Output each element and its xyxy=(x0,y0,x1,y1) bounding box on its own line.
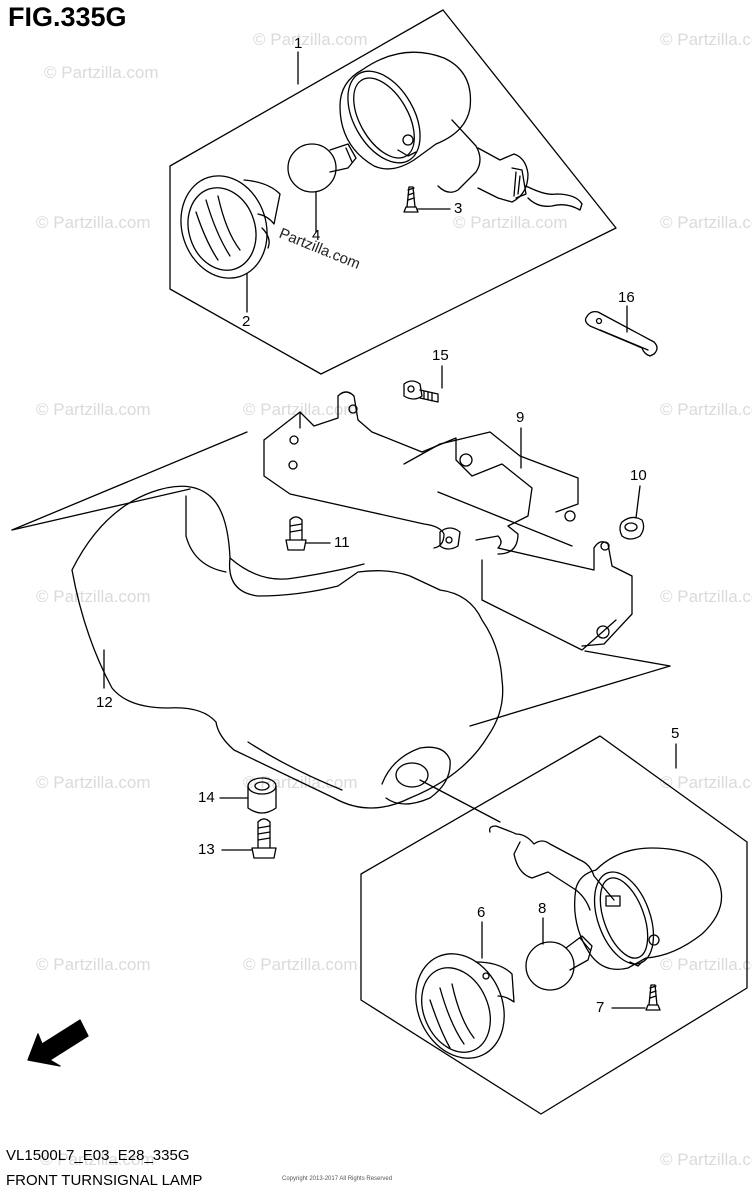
watermark: © Partzilla.com xyxy=(36,400,151,419)
watermark: © Partzilla.com xyxy=(660,213,752,232)
callout-4[interactable]: 4 xyxy=(312,227,321,244)
lower-bulb xyxy=(525,935,593,991)
frame-line xyxy=(469,665,671,727)
callout-10[interactable]: 10 xyxy=(630,467,647,484)
callout-2[interactable]: 2 xyxy=(242,313,251,330)
watermark: © Partzilla.com xyxy=(40,1150,155,1169)
callout-8[interactable]: 8 xyxy=(538,900,547,917)
mounting-bracket xyxy=(263,391,633,651)
upper-housing xyxy=(339,51,583,211)
screw-7 xyxy=(645,984,661,1011)
watermark: © Partzilla.com xyxy=(660,400,752,419)
watermark: © Partzilla.com xyxy=(660,587,752,606)
callout-5[interactable]: 5 xyxy=(671,725,680,742)
watermark: © Partzilla.com xyxy=(660,1150,752,1169)
callout-3[interactable]: 3 xyxy=(454,200,463,217)
callout-9[interactable]: 9 xyxy=(516,409,525,426)
upper-lens xyxy=(180,175,281,279)
watermark: © Partzilla.com xyxy=(243,955,358,974)
watermark: © Partzilla.com xyxy=(660,955,752,974)
watermark: © Partzilla.com xyxy=(243,400,358,419)
model-code: VL1500L7_E03_E28_335G xyxy=(6,1147,190,1164)
callout-7[interactable]: 7 xyxy=(596,999,605,1016)
frame-line xyxy=(11,431,248,531)
lower-assembly-frame xyxy=(360,735,748,1115)
lower-lens xyxy=(415,953,515,1059)
strap-16 xyxy=(584,310,658,357)
watermark: © Partzilla.com xyxy=(253,30,368,49)
callout-15[interactable]: 15 xyxy=(432,347,449,364)
callout-1[interactable]: 1 xyxy=(294,35,303,52)
watermark: © Partzilla.com xyxy=(36,773,151,792)
bolt-13 xyxy=(251,818,277,859)
upper-bulb xyxy=(287,143,357,193)
lower-housing xyxy=(488,825,723,971)
watermark: © Partzilla.com xyxy=(660,30,752,49)
screw-3 xyxy=(403,186,419,213)
grommet-10 xyxy=(619,516,645,540)
callout-6[interactable]: 6 xyxy=(477,904,486,921)
callout-12[interactable]: 12 xyxy=(96,694,113,711)
watermark: © Partzilla.com xyxy=(453,213,568,232)
callout-16[interactable]: 16 xyxy=(618,289,635,306)
figure-name: FRONT TURNSIGNAL LAMP xyxy=(6,1172,203,1189)
watermark: © Partzilla.com xyxy=(660,773,752,792)
frame-line xyxy=(11,488,191,531)
bolt-15 xyxy=(403,380,439,403)
grommet-14 xyxy=(247,777,277,814)
frame-line xyxy=(584,650,671,667)
callout-14[interactable]: 14 xyxy=(198,789,215,806)
frame-line xyxy=(419,779,501,823)
callout-13[interactable]: 13 xyxy=(198,841,215,858)
figure-title: FIG.335G xyxy=(8,2,127,32)
watermark: © Partzilla.com xyxy=(44,63,159,82)
bolt-11 xyxy=(285,516,307,551)
callout-11[interactable]: 11 xyxy=(334,534,350,551)
upper-assembly-frame xyxy=(169,9,617,375)
fwd-arrow-icon xyxy=(27,1019,89,1067)
front-cover-12 xyxy=(71,485,504,809)
watermark: © Partzilla.com xyxy=(36,955,151,974)
watermark: © Partzilla.com xyxy=(36,213,151,232)
copyright-small: Copyright 2013-2017 All Rights Reserved xyxy=(282,1176,393,1182)
callout-leader-10 xyxy=(635,485,641,519)
watermark: © Partzilla.com xyxy=(36,587,151,606)
